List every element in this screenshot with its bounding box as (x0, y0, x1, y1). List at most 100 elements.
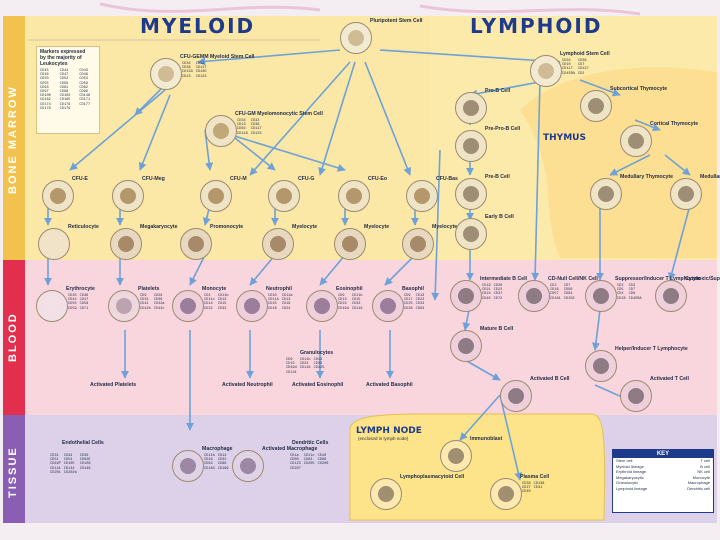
marker: CD21 (482, 288, 491, 293)
marker: CD105 (63, 462, 75, 467)
marker: CD117 (562, 67, 573, 72)
nucleus (508, 388, 524, 404)
intro-marker: CD44 (59, 69, 69, 73)
marker: CD62E (79, 458, 91, 463)
nucleus (314, 298, 330, 314)
marker: CD38 (577, 59, 587, 63)
marker: CD123 (195, 74, 207, 79)
nucleus (213, 123, 229, 139)
myelocyte-e-label: Myelocyte (364, 224, 390, 230)
nucleus (346, 188, 362, 204)
marker: CD13 (237, 123, 246, 128)
intro-marker: CD48 (79, 73, 88, 78)
marker: CD38 (250, 123, 260, 128)
intro-marker: CD99 (79, 90, 88, 95)
subcortical-cell (580, 90, 612, 122)
nucleus (180, 298, 196, 314)
immunoblast-label: Immunoblast (470, 436, 503, 442)
marker: CD34 (562, 59, 571, 63)
marker: CD14 (204, 302, 213, 307)
pre-b-label: Pre-B Cell (485, 174, 510, 180)
mature-b-label: Mature B Cell (480, 326, 514, 332)
marker: CD9 (404, 294, 411, 298)
marker: CD2 (577, 71, 585, 76)
marker: CD32 (217, 458, 227, 463)
dendritic-label: Dendritic Cells (292, 440, 329, 446)
nucleus (120, 188, 136, 204)
basophil-label: Basophil (402, 286, 424, 292)
cfu-e-cell (42, 180, 74, 212)
marker: CD45RA (628, 296, 642, 301)
macrophage-label: Macrophage (202, 446, 233, 452)
marker: CD125 (313, 366, 325, 371)
nucleus (593, 288, 609, 304)
intro-marker: CD100 (40, 94, 51, 99)
intro-marker: CD63 (40, 85, 49, 90)
marker: CD38 (522, 482, 531, 486)
lymphoplasmacytoid-cell (370, 478, 402, 510)
lymph-node-region (349, 413, 606, 521)
nucleus (463, 186, 479, 202)
intro-marker: CD177 (79, 102, 91, 107)
marker: CD25 (404, 302, 413, 307)
marker: CD57 (550, 292, 559, 297)
key-left: Megakaryocytic (616, 474, 644, 480)
cfu-gemm-cell (150, 58, 182, 90)
promonocyte-label: Promonocyte (210, 224, 244, 230)
reticulocyte-cell (38, 228, 70, 260)
marker: CD47 (79, 298, 89, 303)
marker: CD202b (63, 470, 77, 475)
marker: CD22 (415, 298, 425, 303)
nucleus (463, 138, 479, 154)
marker: CD11b (268, 298, 279, 303)
marker: CD2 (550, 284, 557, 288)
thymus-label: THYMUS (543, 133, 586, 143)
nucleus (348, 30, 364, 46)
erythrocyte-label: Erythrocyte (66, 286, 95, 292)
cfu-e-label: CFU-E (72, 176, 88, 182)
intro-marker: CD53 (79, 77, 88, 82)
activated-t-label: Activated T Cell (650, 376, 689, 382)
marker: CD9 (338, 294, 345, 298)
marker: CD3 (628, 284, 636, 288)
marker: CD33 (195, 62, 205, 66)
marker: CD24 (338, 302, 347, 307)
marker: CD4 (204, 294, 211, 298)
nucleus (118, 236, 134, 252)
cfu-bas-cell (406, 180, 438, 212)
marker: CD10 (562, 63, 571, 68)
nucleus (463, 226, 479, 242)
marker: CD42c (153, 306, 165, 311)
key-right: NK cell (697, 469, 710, 475)
marker: CD16 (281, 302, 291, 307)
bone-marrow-label: BONE MARROW (7, 85, 19, 195)
marker: CD36 (153, 298, 163, 303)
cfu-m-label: CFU-M (230, 176, 247, 182)
myeloid-header: MYELOID (140, 14, 256, 38)
activated-t-cell (620, 380, 652, 412)
marker: CD24 (299, 362, 309, 367)
act-eosinophil-label: Activated Eosinophil (292, 382, 344, 388)
marker: CD144 (63, 466, 75, 471)
intro-marker: CD59 (79, 81, 88, 86)
marker: CD83 (303, 458, 313, 463)
basophil-cell (372, 290, 404, 322)
marker: CD20 (493, 284, 503, 288)
marker: CD64 (204, 462, 213, 467)
monocyte-label: Monocyte (202, 286, 227, 292)
immunoblast-cell (440, 440, 472, 472)
promonocyte-cell (180, 228, 212, 260)
marker: CD16 (550, 288, 559, 293)
marker: CD41 (140, 302, 149, 307)
nucleus (46, 236, 62, 252)
marker: CD11c (204, 298, 215, 303)
platelets-cell (108, 290, 140, 322)
endothelial-label: Endothelial Cells (62, 440, 104, 446)
marker: CD24 (482, 292, 491, 297)
intro-marker: CD165 (59, 98, 71, 103)
